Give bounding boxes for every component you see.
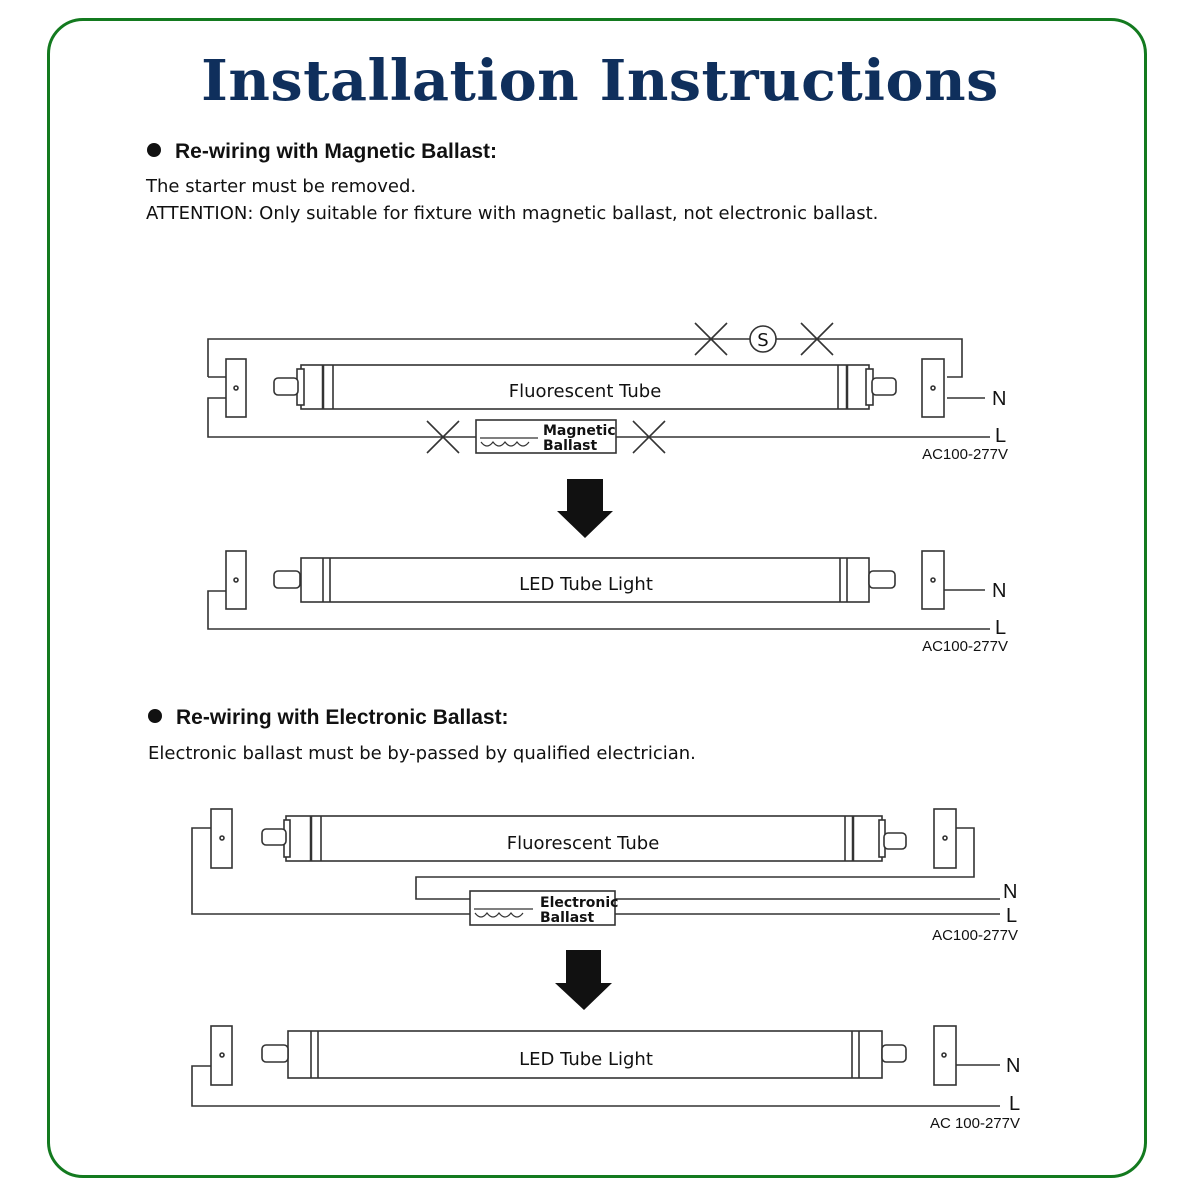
ballast-coil-icon bbox=[474, 912, 524, 918]
tube-pin-left bbox=[261, 828, 287, 846]
section-heading-magnetic: Re-wiring with Magnetic Ballast: bbox=[147, 140, 497, 164]
remove-x-icon bbox=[632, 420, 666, 454]
socket-right bbox=[921, 550, 945, 610]
socket-left bbox=[210, 808, 233, 869]
electronic-ballast-box bbox=[469, 890, 616, 926]
voltage-label: AC100-277V bbox=[932, 927, 1018, 944]
remove-x-icon bbox=[694, 322, 728, 356]
tube-label: Fluorescent Tube bbox=[507, 833, 660, 854]
diagram-electronic-before bbox=[191, 808, 1000, 926]
diagram-electronic-after bbox=[191, 1025, 1000, 1107]
ballast-label: Ballast bbox=[543, 438, 597, 454]
socket-right bbox=[933, 1025, 957, 1086]
section-heading-electronic: Re-wiring with Electronic Ballast: bbox=[148, 706, 509, 730]
tube-pin-right bbox=[868, 570, 896, 589]
tube-pin-left bbox=[273, 377, 299, 396]
starter-label: S bbox=[757, 330, 768, 351]
neutral-label: N bbox=[992, 388, 1006, 410]
wire-right-loop bbox=[415, 827, 975, 900]
magnetic-ballast-box bbox=[475, 419, 617, 454]
electronic-instructions: Electronic ballast must be by-passed by … bbox=[148, 740, 696, 767]
instruction-line: ATTENTION: Only suitable for fixture wit… bbox=[146, 203, 879, 224]
voltage-label: AC100-277V bbox=[922, 638, 1008, 655]
neutral-label: N bbox=[1003, 881, 1017, 903]
remove-x-icon bbox=[800, 322, 834, 356]
neutral-label: N bbox=[1006, 1055, 1020, 1077]
wire-live bbox=[191, 1065, 1000, 1107]
page-title: Installation Instructions bbox=[201, 48, 999, 114]
neutral-label: N bbox=[992, 580, 1006, 602]
starter-icon bbox=[749, 325, 777, 353]
magnetic-instructions: The starter must be removed. ATTENTION: … bbox=[146, 173, 878, 227]
tube-body bbox=[285, 815, 883, 862]
diagram-magnetic-before bbox=[207, 322, 990, 454]
instruction-line: The starter must be removed. bbox=[146, 176, 417, 197]
wire-left bbox=[191, 827, 470, 915]
tube-pin-right bbox=[871, 377, 897, 396]
live-label: L bbox=[1009, 1093, 1020, 1115]
ballast-coil-icon bbox=[480, 441, 530, 447]
socket-right bbox=[921, 358, 945, 418]
arrow-down-icon bbox=[557, 479, 613, 538]
heading-text: Re-wiring with Magnetic Ballast: bbox=[175, 140, 498, 163]
live-label: L bbox=[995, 425, 1006, 447]
tube-label: LED Tube Light bbox=[519, 1049, 653, 1070]
remove-x-icon bbox=[426, 420, 460, 454]
live-label: L bbox=[995, 617, 1006, 639]
socket-left bbox=[225, 358, 247, 418]
socket-left bbox=[210, 1025, 233, 1086]
wire-top bbox=[207, 338, 963, 378]
tube-pin-left bbox=[273, 570, 301, 589]
tube-pin-right bbox=[881, 1044, 907, 1063]
tube-pin-left bbox=[261, 1044, 289, 1063]
tube-label: LED Tube Light bbox=[519, 574, 653, 595]
socket-pin bbox=[233, 385, 239, 391]
arrow-down-icon bbox=[555, 950, 612, 1010]
ballast-label: Magnetic bbox=[543, 423, 616, 439]
wire-live bbox=[207, 590, 990, 630]
bullet-icon bbox=[148, 709, 162, 724]
live-label: L bbox=[1006, 905, 1017, 927]
tube-label: Fluorescent Tube bbox=[509, 381, 662, 402]
socket-right bbox=[933, 808, 957, 869]
ballast-label: Electronic bbox=[540, 895, 618, 911]
heading-text: Re-wiring with Electronic Ballast: bbox=[176, 706, 509, 729]
ballast-label: Ballast bbox=[540, 910, 594, 926]
instruction-line: Electronic ballast must be by-passed by … bbox=[148, 743, 696, 764]
bullet-icon bbox=[147, 143, 161, 158]
tube-body bbox=[300, 557, 870, 603]
voltage-label: AC100-277V bbox=[922, 446, 1008, 463]
wire-left-bottom bbox=[207, 397, 476, 438]
socket-left bbox=[225, 550, 247, 610]
diagram-magnetic-after bbox=[207, 550, 990, 630]
socket-pin bbox=[930, 385, 936, 391]
tube-pin-right bbox=[883, 832, 907, 850]
tube-body bbox=[300, 364, 870, 410]
voltage-label: AC 100-277V bbox=[930, 1115, 1020, 1132]
page-border bbox=[47, 18, 1147, 1178]
